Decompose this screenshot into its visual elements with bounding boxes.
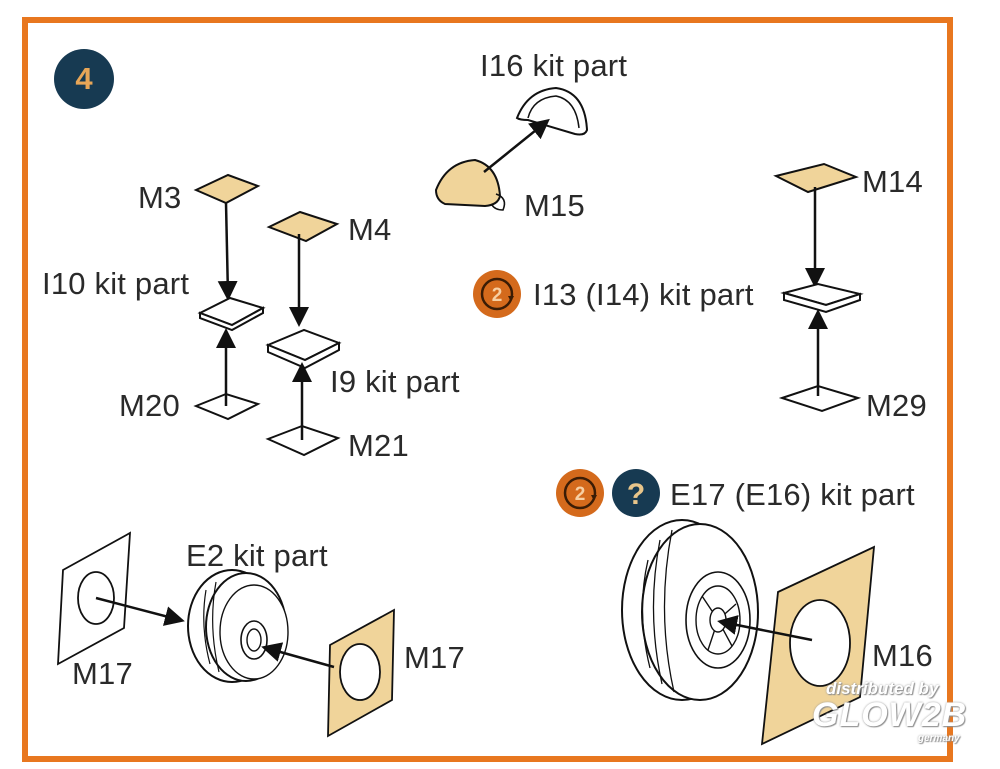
arrow-m16-to-e17 — [717, 615, 813, 642]
mask-m14 — [773, 162, 859, 194]
arrow-m17-to-e2-hub — [261, 642, 335, 669]
mask-m16 — [760, 545, 876, 746]
mask-m17-left — [57, 531, 132, 666]
wheel-e17 — [621, 519, 759, 701]
part-i16 — [515, 86, 589, 136]
mask-m17-right — [327, 608, 395, 738]
question-icon: ? — [612, 469, 660, 517]
repeat-2x-icon: 2 — [473, 270, 521, 318]
part-i9 — [265, 328, 342, 370]
mask-m15 — [434, 158, 506, 211]
svg-text:2: 2 — [492, 285, 503, 306]
label-m21: M21 — [348, 428, 409, 463]
part-i10 — [197, 296, 266, 332]
label-m17-left: M17 — [72, 656, 133, 691]
arrow-m3-to-i10 — [217, 202, 238, 301]
mask-m3 — [193, 173, 261, 205]
label-m29: M29 — [866, 388, 927, 423]
watermark-brand: GLOW2B — [812, 696, 968, 734]
label-m3: M3 — [138, 180, 182, 215]
svg-text:2: 2 — [575, 484, 586, 505]
label-i9: I9 kit part — [330, 364, 460, 399]
repeat-2x-icon: 2 — [556, 469, 604, 517]
label-m15: M15 — [524, 188, 585, 223]
label-m16: M16 — [872, 638, 933, 673]
mask-m29 — [778, 384, 862, 413]
watermark-distributed-by: distributed by — [826, 679, 939, 698]
label-i10: I10 kit part — [42, 266, 190, 301]
part-i13 — [780, 282, 864, 314]
label-m4: M4 — [348, 212, 392, 247]
arrow-m17-to-e2 — [95, 596, 185, 626]
label-i13: I13 (I14) kit part — [533, 277, 754, 312]
label-m17-right: M17 — [404, 640, 465, 675]
label-m20: M20 — [119, 388, 180, 423]
label-m14: M14 — [862, 164, 923, 199]
mask-m21 — [265, 424, 341, 457]
svg-text:?: ? — [627, 478, 645, 511]
step-number-badge: 4 — [54, 49, 114, 109]
label-i16: I16 kit part — [480, 48, 628, 83]
label-e17: E17 (E16) kit part — [670, 477, 915, 512]
label-e2: E2 kit part — [186, 538, 328, 573]
mask-m20 — [193, 392, 261, 421]
wheel-e2 — [187, 569, 289, 683]
watermark-country: germany — [918, 733, 960, 744]
arrow-m15-to-i16 — [483, 118, 550, 173]
mask-m4 — [266, 210, 340, 243]
